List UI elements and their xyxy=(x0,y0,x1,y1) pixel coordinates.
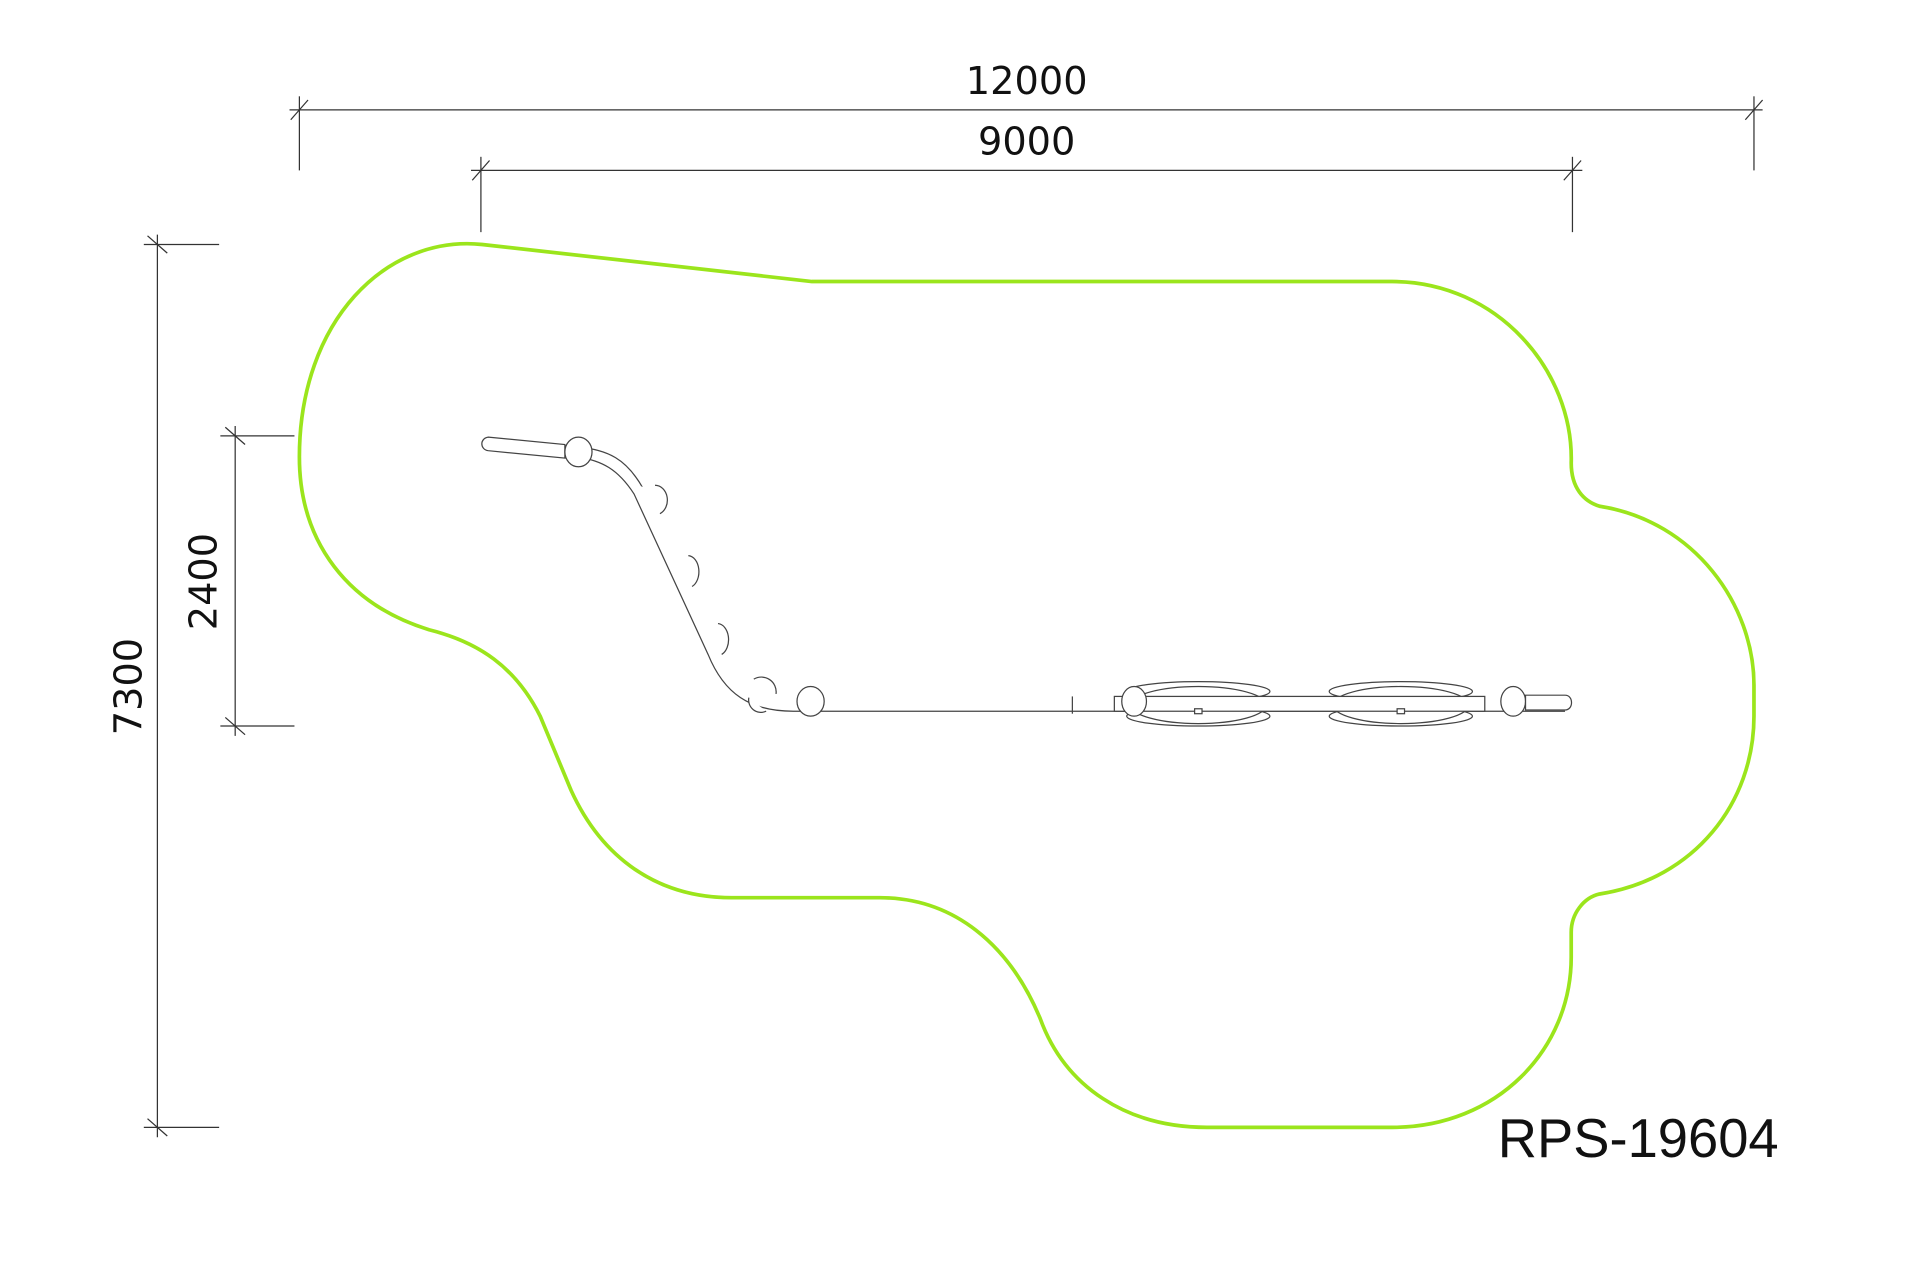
play-equipment xyxy=(481,436,1573,727)
dimension-equipment-depth: 2400 xyxy=(182,426,295,736)
dimension-overall-width: 12000 xyxy=(289,59,1764,171)
dimension-label-2400: 2400 xyxy=(182,533,227,630)
dimension-label-7300: 7300 xyxy=(106,638,151,735)
dimension-label-9000: 9000 xyxy=(978,119,1075,164)
dimension-label-12000: 12000 xyxy=(966,59,1088,104)
safety-zone-outline xyxy=(297,241,1756,1130)
product-code: RPS-19604 xyxy=(1498,1108,1779,1169)
dimension-overall-depth: 7300 xyxy=(106,234,220,1138)
dimension-equipment-width: 9000 xyxy=(471,119,1583,233)
